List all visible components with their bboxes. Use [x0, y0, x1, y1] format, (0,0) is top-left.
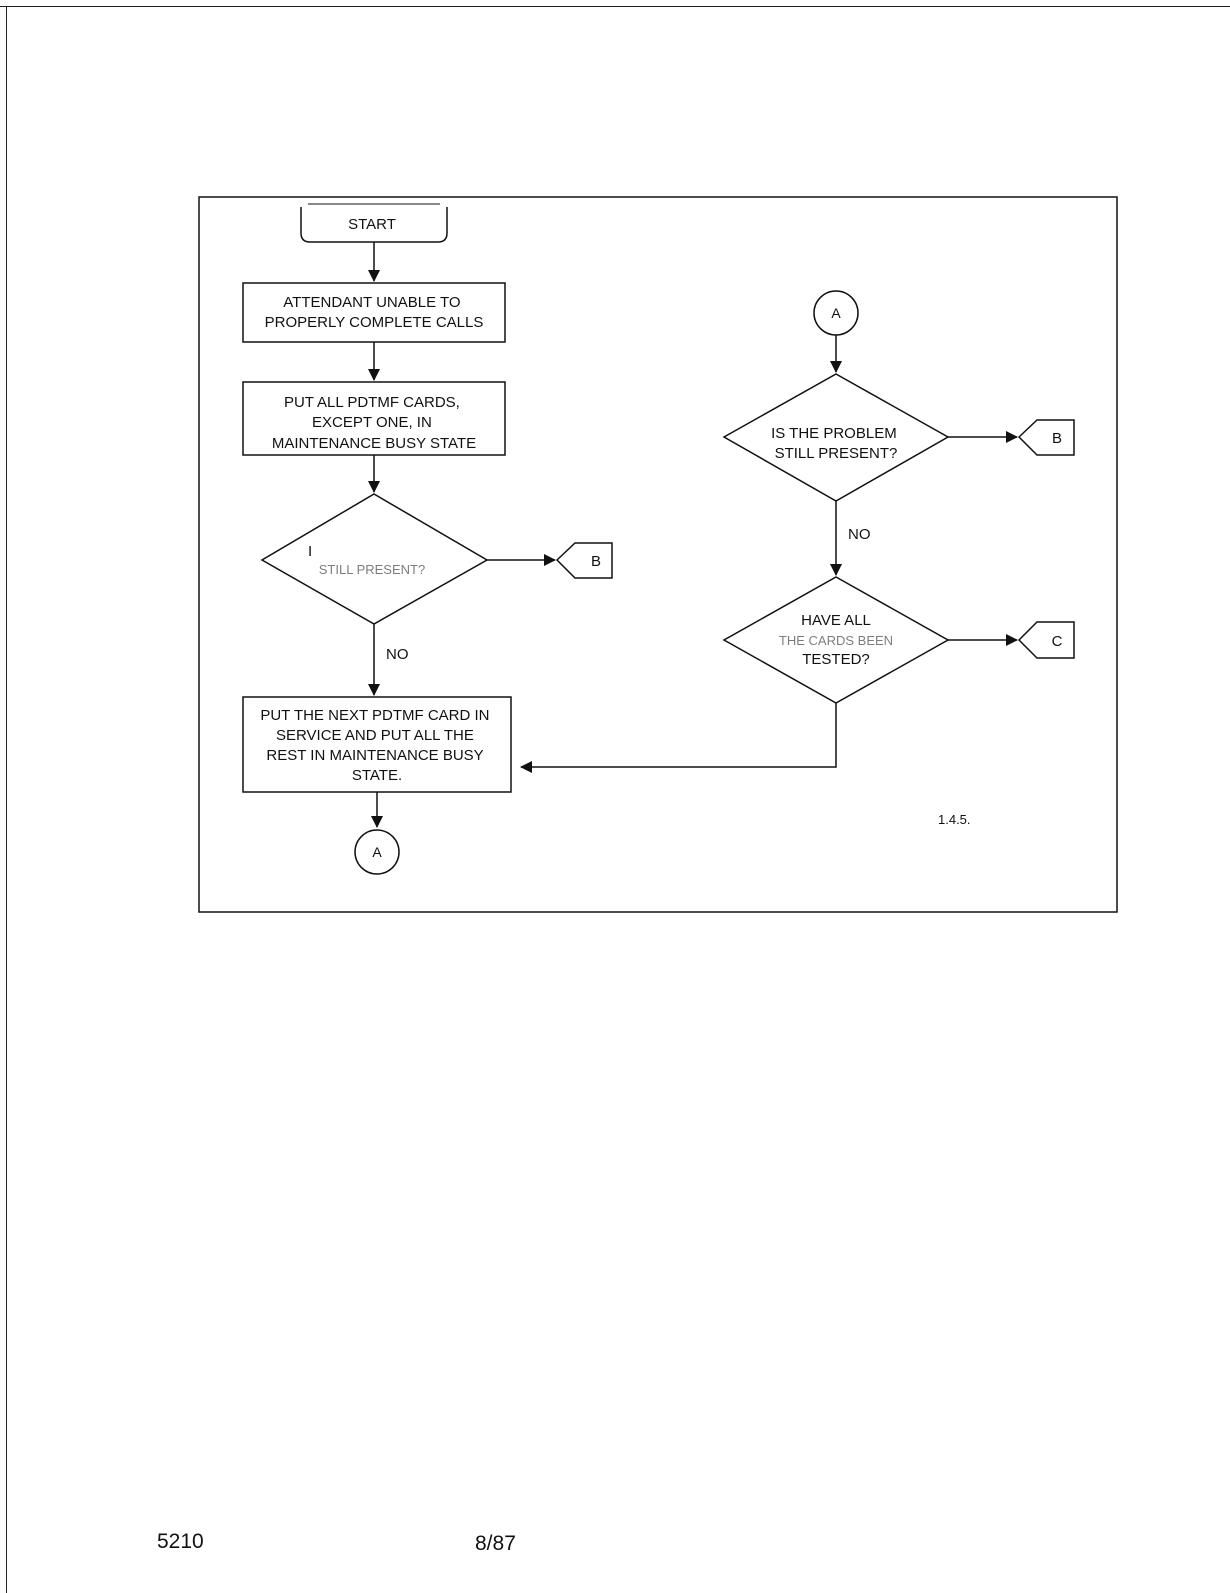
diagram-frame: [198, 196, 1118, 913]
process-put-cards-text: PUT ALL PDTMF CARDS, EXCEPT ONE, IN MAIN…: [272, 394, 476, 452]
figure-number: 1.4.5.: [938, 812, 971, 827]
page-top-border: [0, 6, 1230, 7]
connector-a-bottom: [354, 829, 400, 875]
connector-a-bottom-label: A: [372, 844, 382, 860]
page-left-border: [6, 6, 7, 1593]
offpage-c-label: C: [1052, 633, 1063, 650]
decision-right-bottom-text-faint: THE CARDS BEEN: [779, 633, 893, 648]
decision-right-bottom-text: HAVE ALL: [801, 612, 871, 629]
footer-date: 8/87: [475, 1532, 516, 1555]
offpage-connector-b-left: [555, 542, 613, 579]
label-no-left: NO: [386, 646, 409, 663]
start-label: START: [348, 216, 396, 233]
connector-a-top-label: A: [831, 305, 841, 321]
arrow-loop-back-to-next-card: [520, 703, 837, 773]
offpage-connector-c: [1017, 621, 1075, 659]
offpage-b-right-label: B: [1052, 430, 1062, 447]
decision-left-diamond: [260, 493, 489, 625]
decision-left-text: I: [308, 543, 312, 560]
label-no-right: NO: [848, 526, 871, 543]
offpage-b-left-label: B: [591, 553, 601, 570]
decision-right-top-text: IS THE PROBLEM STILL PRESENT?: [771, 425, 901, 462]
process-attendant-text: ATTENDANT UNABLE TO PROPERLY COMPLETE CA…: [265, 294, 484, 331]
decision-left-text-faint: STILL PRESENT?: [319, 562, 425, 577]
offpage-connector-b-right: [1017, 419, 1075, 456]
process-attendant-box: [242, 282, 506, 343]
footer-doc-number: 5210: [157, 1530, 204, 1553]
process-next-card-text: PUT THE NEXT PDTMF CARD IN SERVICE AND P…: [260, 707, 493, 784]
decision-right-bottom-text-last: TESTED?: [802, 651, 870, 668]
